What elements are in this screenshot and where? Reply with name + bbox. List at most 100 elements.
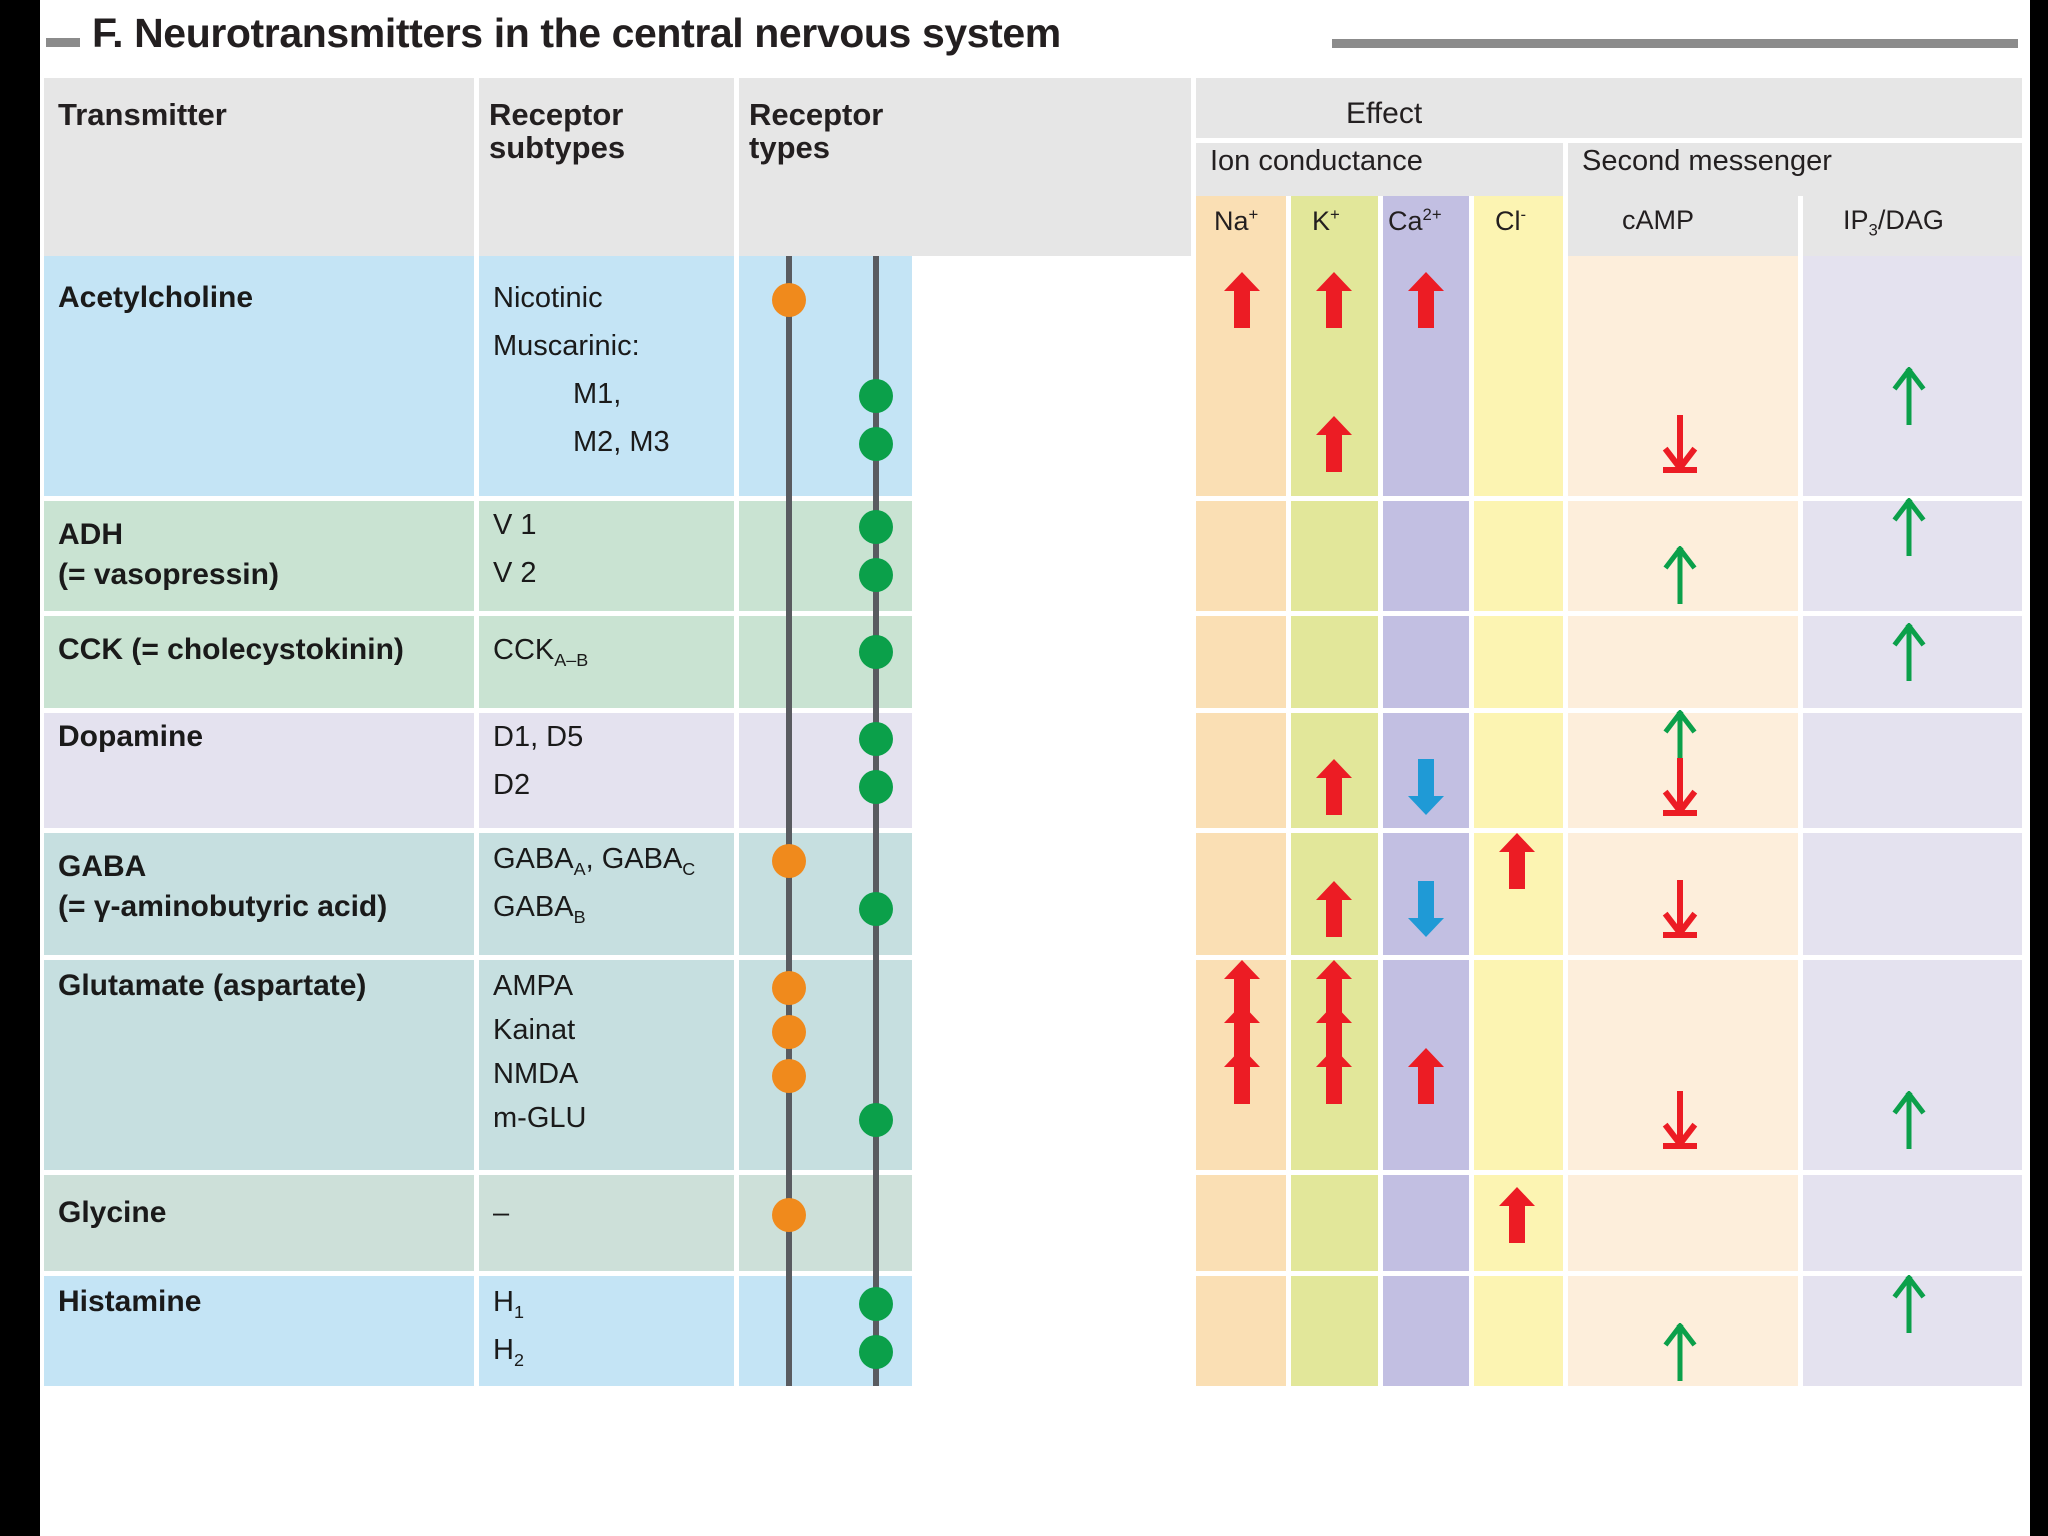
row-7-vsep-7 [1798, 1276, 1803, 1386]
header-ion-na-label: Na+ [1214, 205, 1259, 236]
row-2-col-k [1288, 616, 1380, 708]
row-5-vsep-3 [1286, 960, 1291, 1170]
header-ion-conductance: Ion conductance [1210, 145, 1423, 177]
effect-arrow-na-up [1222, 1003, 1262, 1061]
transmitter-name: GABA [58, 850, 147, 883]
effect-arrow-ca-up [1406, 1047, 1446, 1105]
row-5-vsep-4 [1378, 960, 1383, 1170]
row-0-vsep-4 [1378, 256, 1383, 496]
row-7-vsep-4 [1378, 1276, 1383, 1386]
effect-arrow-cl-up [1497, 1186, 1537, 1244]
receptor-type-dot-metabotropic [859, 1287, 893, 1321]
effect-arrow-camp-up [1662, 1323, 1698, 1381]
row-separator-3 [44, 828, 2022, 833]
receptor-subtype-label: m-GLU [493, 1102, 587, 1134]
header-vsep-7 [1798, 196, 1803, 256]
receptor-subtype-label: V 1 [493, 509, 537, 541]
row-1-col-ip3 [1803, 501, 2022, 611]
receptor-type-dot-metabotropic [859, 722, 893, 756]
section-title: F. Neurotransmitters in the central nerv… [40, 8, 2030, 70]
header-vsep-3 [1286, 196, 1291, 256]
row-7-vsep-0 [474, 1276, 479, 1386]
row-4-vsep-7 [1798, 833, 1803, 955]
row-0-col-cl [1471, 256, 1563, 496]
row-2-vsep-0 [474, 616, 479, 708]
row-separator-0 [44, 496, 2022, 501]
effect-arrow-ip3dag-up [1891, 498, 1927, 556]
header-ion-ca-label: Ca2+ [1388, 205, 1442, 236]
effect-arrow-ip3dag-up [1891, 623, 1927, 681]
row-7-vsep-2 [1191, 1276, 1196, 1386]
transmitter-name: ADH [58, 518, 123, 551]
row-3-vsep-0 [474, 713, 479, 828]
row-2-col-cl [1471, 616, 1563, 708]
effect-arrow-camp-down [1662, 1091, 1698, 1149]
row-2-vsep-2 [1191, 616, 1196, 708]
receptor-subtype-label: Kainat [493, 1014, 576, 1046]
receptor-type-dot-ionotropic [772, 283, 806, 317]
row-3-vsep-1 [734, 713, 739, 828]
effect-arrow-k-up [1314, 1003, 1354, 1061]
header-vsep-0 [474, 78, 479, 256]
receptor-subtype-label: CCKA–B [493, 634, 589, 670]
effect-arrow-camp-down [1662, 415, 1698, 473]
receptor-subtype-label: M1, [573, 378, 622, 410]
row-1-vsep-0 [474, 501, 479, 611]
receptor-type-dot-ionotropic [772, 1198, 806, 1232]
receptor-subtype-label: H2 [493, 1334, 524, 1370]
receptor-type-dot-metabotropic [859, 510, 893, 544]
receptor-type-dot-metabotropic [859, 379, 893, 413]
receptor-type-dot-ionotropic [772, 844, 806, 878]
header-vsep-4 [1378, 196, 1383, 256]
receptor-subtype-label: M2, M3 [573, 426, 670, 458]
row-0-vsep-0 [474, 256, 479, 496]
row-4-col-na [1196, 833, 1288, 955]
row-1-vsep-4 [1378, 501, 1383, 611]
effect-arrow-ca-down [1406, 880, 1446, 938]
receptor-type-dot-metabotropic [859, 635, 893, 669]
row-2-vsep-3 [1286, 616, 1291, 708]
transmitter-name: Glycine [58, 1196, 167, 1229]
row-5-vsep-5 [1469, 960, 1474, 1170]
transmitter-name-alt: (= vasopressin) [58, 558, 279, 591]
row-5-vsep-6 [1563, 960, 1568, 1170]
row-6-vsep-3 [1286, 1175, 1291, 1271]
row-5-vsep-2 [1191, 960, 1196, 1170]
row-separator-4 [44, 955, 2022, 960]
row-separator-5 [44, 1170, 2022, 1175]
row-2-vsep-1 [734, 616, 739, 708]
row-3-vsep-7 [1798, 713, 1803, 828]
receptor-type-dot-ionotropic [772, 1015, 806, 1049]
row-6-vsep-5 [1469, 1175, 1474, 1271]
receptor-subtype-label: Nicotinic [493, 282, 603, 314]
receptor-subtype-label: AMPA [493, 970, 574, 1002]
row-7-col-cl [1471, 1276, 1563, 1386]
row-3-col-na [1196, 713, 1288, 828]
page-title: F. Neurotransmitters in the central nerv… [92, 10, 1061, 56]
receptor-subtype-label: H1 [493, 1286, 524, 1322]
effect-arrow-cl-up [1497, 832, 1537, 890]
effect-arrow-na-up [1222, 1047, 1262, 1105]
row-6-vsep-6 [1563, 1175, 1568, 1271]
row-4-vsep-0 [474, 833, 479, 955]
receptor-track-ionotropic [786, 256, 792, 1386]
row-6-vsep-7 [1798, 1175, 1803, 1271]
transmitter-name: Histamine [58, 1285, 202, 1318]
header-effect-underline [1191, 138, 2022, 143]
effect-arrow-ip3dag-up [1891, 1275, 1927, 1333]
receptor-type-dot-metabotropic [859, 892, 893, 926]
effect-arrow-na-up [1222, 271, 1262, 329]
header-vsep-1 [734, 78, 739, 256]
row-6-col-na [1196, 1175, 1288, 1271]
row-1-vsep-3 [1286, 501, 1291, 611]
header-ip3dag-label: IP3/DAG [1843, 205, 1944, 240]
row-3-vsep-5 [1469, 713, 1474, 828]
row-6-vsep-2 [1191, 1175, 1196, 1271]
receptor-type-dot-metabotropic [859, 558, 893, 592]
effect-arrow-camp-down [1662, 880, 1698, 938]
row-separator-1 [44, 611, 2022, 616]
header-ion-k-label: K+ [1312, 205, 1340, 236]
row-3-vsep-4 [1378, 713, 1383, 828]
